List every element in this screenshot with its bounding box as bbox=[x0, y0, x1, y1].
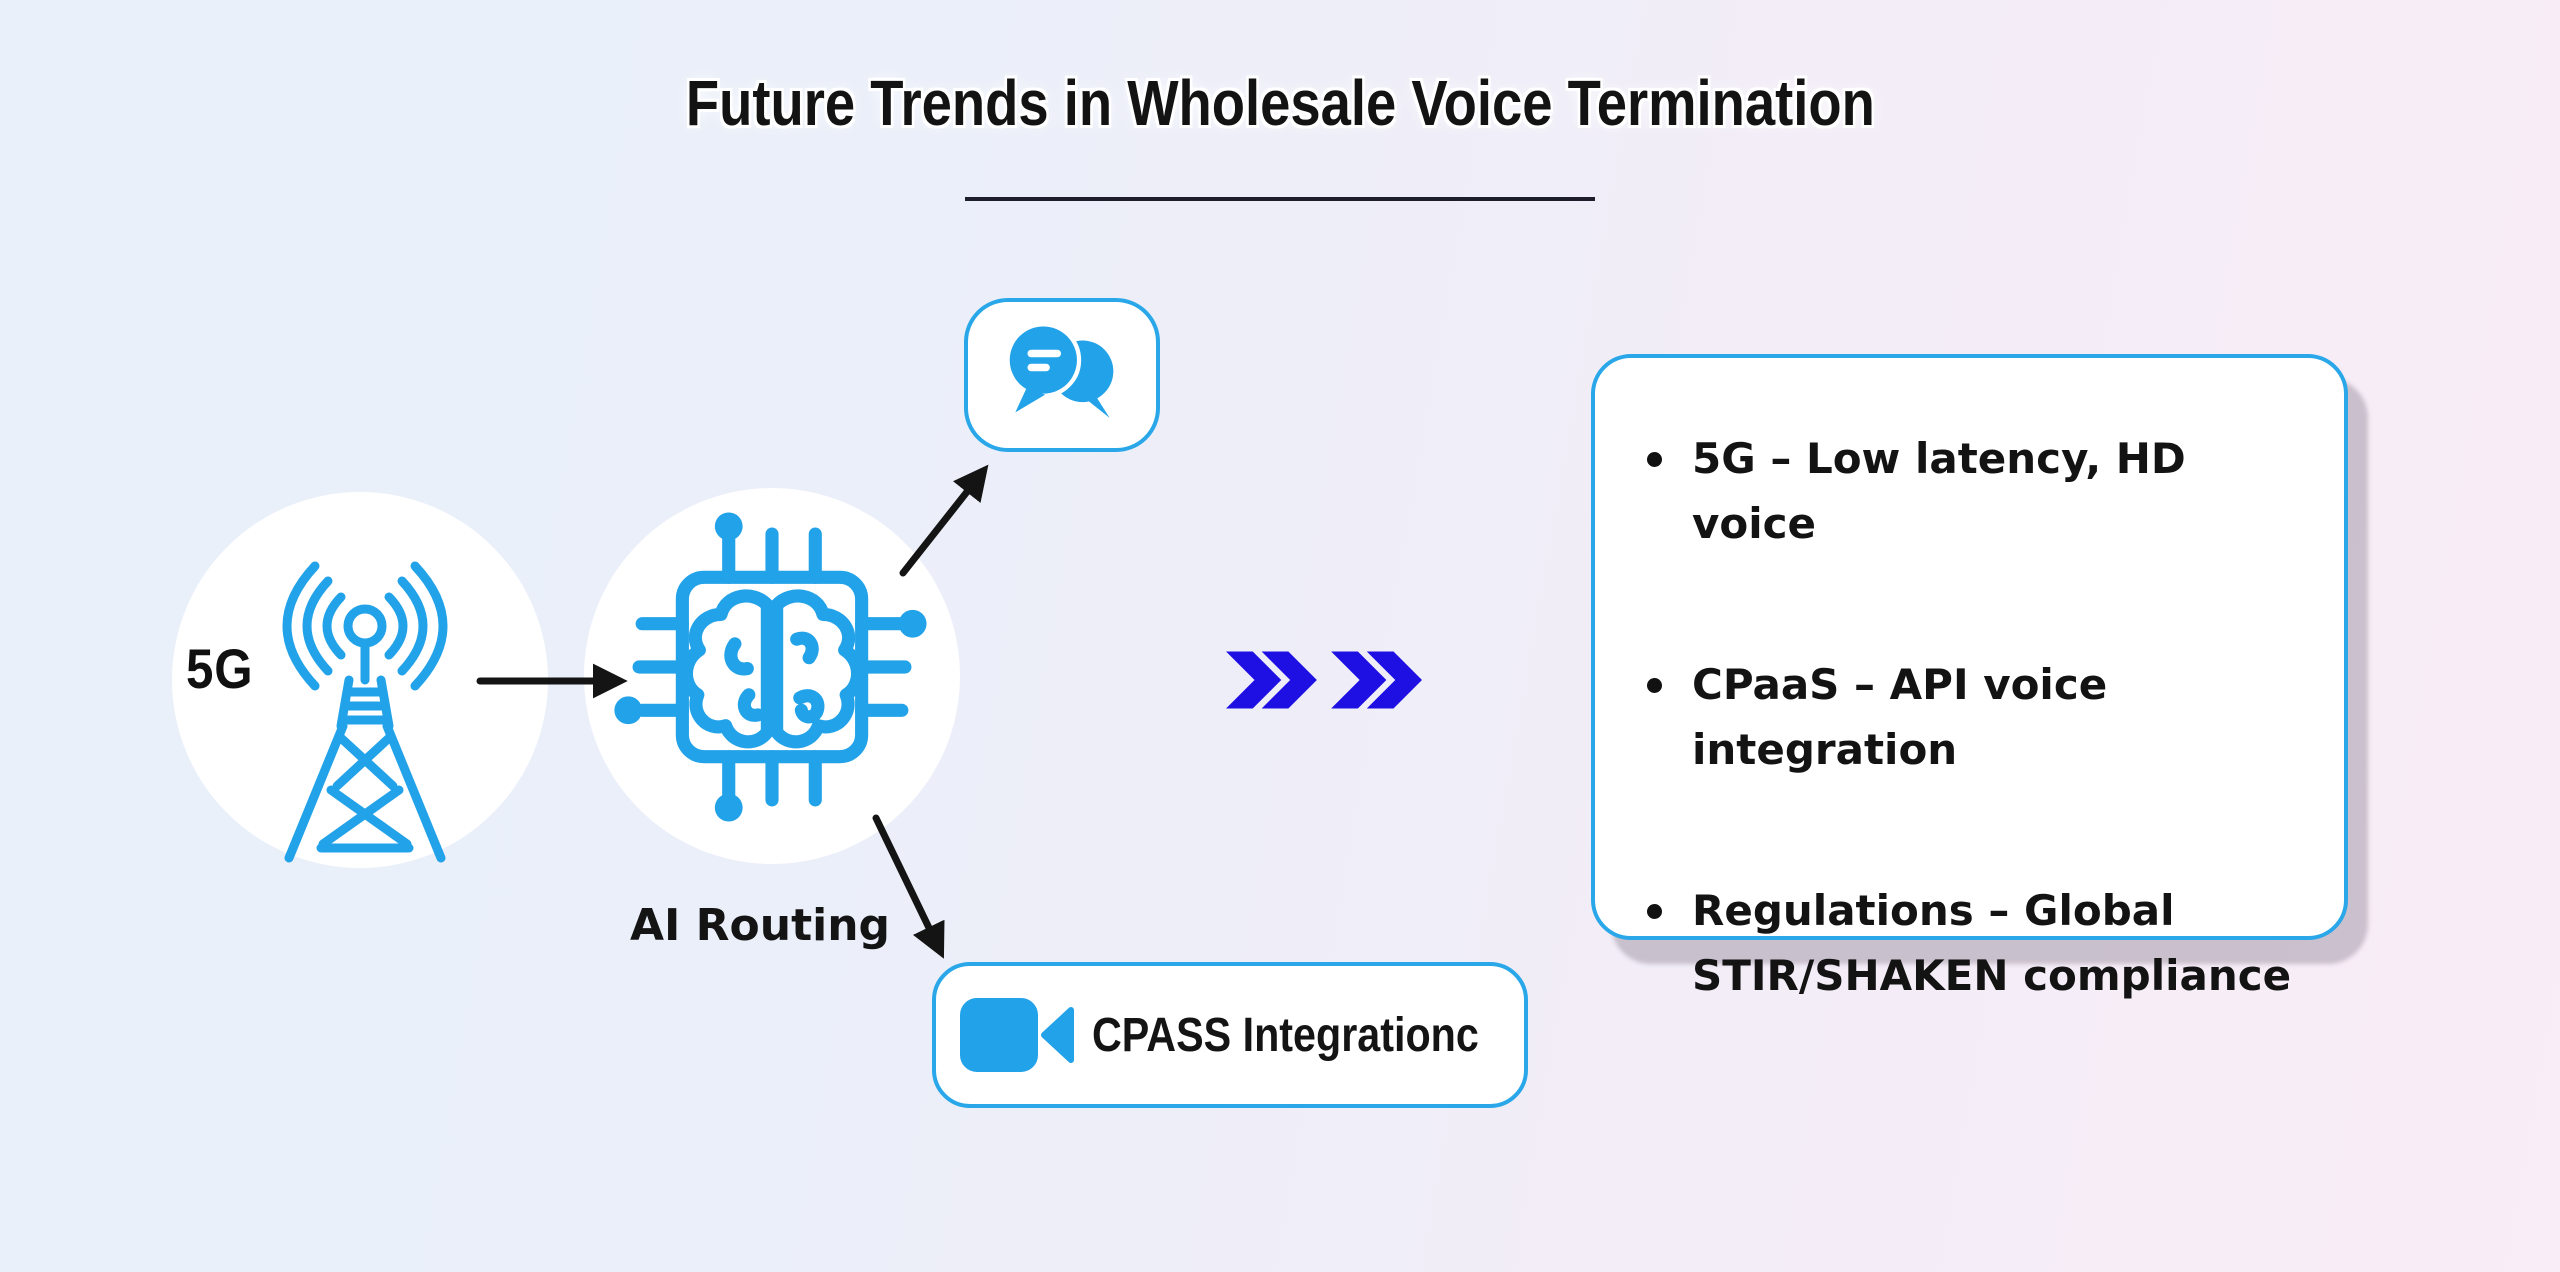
node-chat-box bbox=[964, 298, 1160, 452]
bullet-dot bbox=[1647, 678, 1662, 694]
page-title: Future Trends in Wholesale Voice Termina… bbox=[685, 67, 1875, 139]
page-title-wrap: Future Trends in Wholesale Voice Termina… bbox=[0, 66, 2560, 140]
cell-tower-icon bbox=[282, 561, 448, 863]
bullet-dot bbox=[1647, 904, 1662, 920]
title-underline bbox=[965, 197, 1595, 201]
double-chevron-right-icon bbox=[1226, 651, 1422, 709]
list-item: Regulations – Global STIR/SHAKEN complia… bbox=[1647, 878, 2300, 1008]
bullet-text-5g: 5G – Low latency, HD voice bbox=[1692, 434, 2186, 549]
list-item: CPaaS – API voice integration bbox=[1647, 652, 2300, 782]
node-cpass-label: CPASS Integrationc bbox=[1092, 1008, 1479, 1062]
node-ai-label: AI Routing bbox=[629, 900, 891, 951]
bullet-dot bbox=[1647, 452, 1662, 467]
list-item: 5G – Low latency, HD voice bbox=[1647, 426, 2300, 556]
bullet-text-regulations: Regulations – Global STIR/SHAKEN complia… bbox=[1692, 886, 2292, 1001]
node-cpass-box: CPASS Integrationc bbox=[932, 962, 1528, 1108]
bullet-text-cpaas: CPaaS – API voice integration bbox=[1692, 660, 2108, 775]
trends-summary-panel: 5G – Low latency, HD voice CPaaS – API v… bbox=[1591, 354, 2348, 1000]
video-camera-icon bbox=[960, 998, 1074, 1072]
node-5g-label: 5G bbox=[186, 637, 254, 700]
ai-chip-icon bbox=[614, 512, 927, 822]
chat-bubbles-icon bbox=[1005, 322, 1118, 423]
